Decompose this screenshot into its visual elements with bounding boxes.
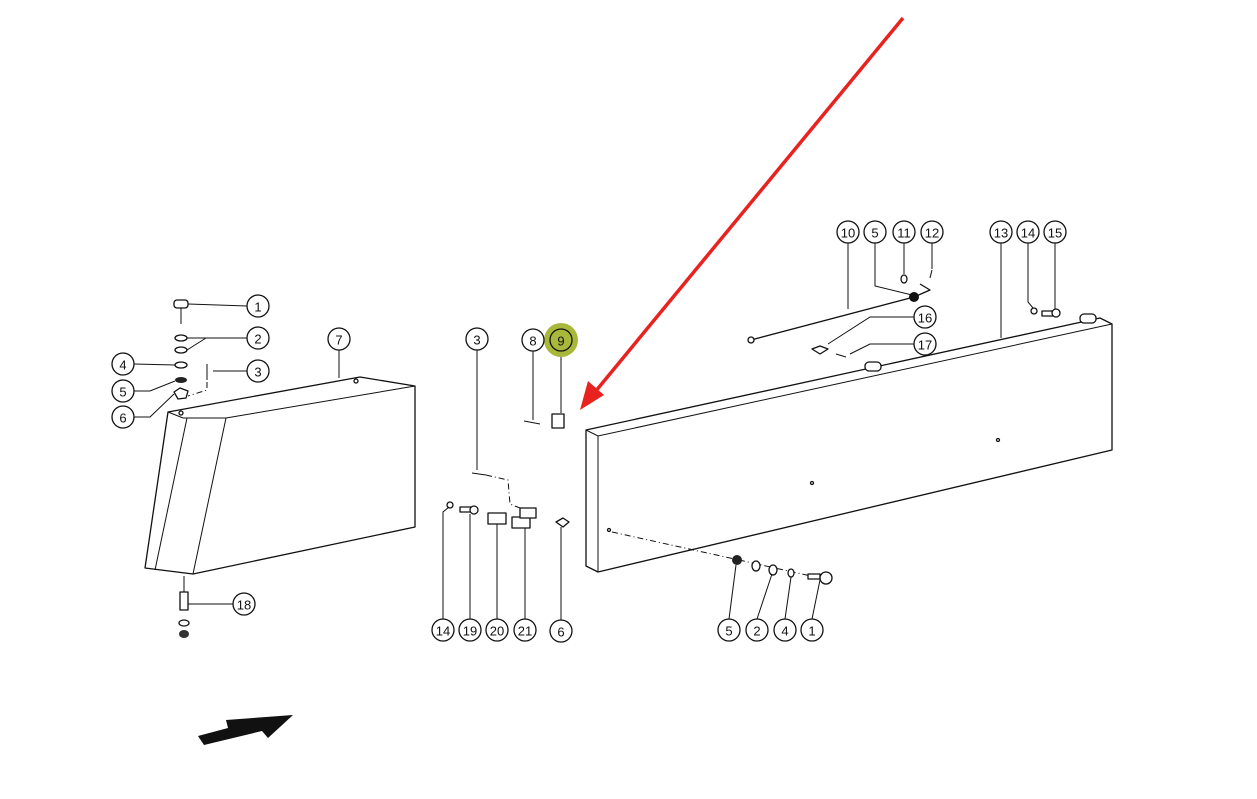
callout-label: 21 xyxy=(518,624,532,639)
callout-part-9: 9 xyxy=(549,328,573,352)
callout-part-5: 5 xyxy=(863,220,887,244)
callout-circle xyxy=(232,592,256,616)
callout-part-11: 11 xyxy=(892,220,916,244)
callout-part-14: 14 xyxy=(431,618,455,642)
callout-label: 11 xyxy=(897,226,911,241)
callout-label: 2 xyxy=(254,332,261,347)
callout-part-13: 13 xyxy=(989,220,1013,244)
callout-circle xyxy=(549,328,573,352)
callout-circle xyxy=(745,618,769,642)
callout-label: 5 xyxy=(725,624,732,639)
callout-circle xyxy=(513,618,537,642)
callout-part-14: 14 xyxy=(1016,220,1040,244)
callout-circle xyxy=(1043,220,1067,244)
callout-part-5: 5 xyxy=(111,379,135,403)
callout-circle xyxy=(836,220,860,244)
callout-part-3: 3 xyxy=(246,359,270,383)
callout-part-1: 1 xyxy=(800,618,824,642)
callout-label: 10 xyxy=(841,226,855,241)
callout-label: 2 xyxy=(753,624,760,639)
callout-label: 20 xyxy=(490,624,504,639)
callout-part-6: 6 xyxy=(549,619,573,643)
red-pointer-arrow xyxy=(580,16,905,410)
callout-part-2: 2 xyxy=(745,618,769,642)
callout-label: 6 xyxy=(557,625,564,640)
callout-circle xyxy=(920,220,944,244)
callout-circle xyxy=(521,328,545,352)
callout-label: 14 xyxy=(1021,226,1035,241)
callout-label: 4 xyxy=(119,358,126,373)
callout-part-7: 7 xyxy=(327,327,351,351)
callout-circle xyxy=(111,352,135,376)
callout-part-20: 20 xyxy=(485,618,509,642)
callout-label: 14 xyxy=(436,624,450,639)
callout-part-15: 15 xyxy=(1043,220,1067,244)
callout-label: 3 xyxy=(254,365,261,380)
callout-circle xyxy=(431,618,455,642)
callout-label: 4 xyxy=(781,624,788,639)
callout-part-17: 17 xyxy=(913,332,937,356)
callout-part-4: 4 xyxy=(111,352,135,376)
hardware-bottom-right xyxy=(611,531,833,585)
callout-circle xyxy=(458,618,482,642)
hardware-middle xyxy=(446,413,570,529)
callout-part-19: 19 xyxy=(458,618,482,642)
callout-circle xyxy=(246,326,270,350)
callout-circle xyxy=(246,294,270,318)
callout-label: 5 xyxy=(119,385,126,400)
callout-circle xyxy=(773,618,797,642)
callout-part-8: 8 xyxy=(521,328,545,352)
callout-label: 7 xyxy=(335,333,342,348)
callout-label: 5 xyxy=(871,226,878,241)
callout-circle xyxy=(913,305,937,329)
callout-part-16: 16 xyxy=(913,305,937,329)
callout-part-12: 12 xyxy=(920,220,944,244)
callout-label: 1 xyxy=(808,624,815,639)
highlight-marker xyxy=(544,323,578,357)
callout-part-6: 6 xyxy=(111,405,135,429)
callout-label: 3 xyxy=(473,333,480,348)
callout-circle xyxy=(989,220,1013,244)
callout-circle xyxy=(485,618,509,642)
left-cover-part-7 xyxy=(144,376,416,575)
callout-label: 1 xyxy=(254,300,261,315)
rod-assembly xyxy=(747,269,1061,358)
callout-label: 16 xyxy=(918,311,932,326)
callout-circle xyxy=(863,220,887,244)
callout-label: 9 xyxy=(557,334,564,349)
callout-circle xyxy=(717,618,741,642)
callout-circle xyxy=(246,359,270,383)
callout-circle xyxy=(1016,220,1040,244)
callout-label: 15 xyxy=(1048,226,1062,241)
callout-circle xyxy=(111,379,135,403)
callout-circle xyxy=(913,332,937,356)
callout-part-10: 10 xyxy=(836,220,860,244)
callout-label: 17 xyxy=(918,338,932,353)
callout-circle xyxy=(111,405,135,429)
callout-label: 19 xyxy=(463,624,477,639)
callout-label: 8 xyxy=(529,334,536,349)
callout-circle xyxy=(549,619,573,643)
callout-part-1: 1 xyxy=(246,294,270,318)
callout-circle xyxy=(465,327,489,351)
right-panel-part-13 xyxy=(585,313,1113,573)
callout-circle xyxy=(327,327,351,351)
callout-label: 12 xyxy=(925,226,939,241)
callout-part-4: 4 xyxy=(773,618,797,642)
callout-circle xyxy=(800,618,824,642)
leader-lines xyxy=(133,243,1056,620)
callout-label: 6 xyxy=(119,411,126,426)
callout-part-18: 18 xyxy=(232,592,256,616)
callout-circle xyxy=(892,220,916,244)
direction-arrow xyxy=(198,715,293,745)
callout-part-21: 21 xyxy=(513,618,537,642)
callout-part-2: 2 xyxy=(246,326,270,350)
callout-label: 18 xyxy=(237,598,251,613)
callout-part-5: 5 xyxy=(717,618,741,642)
callout-part-3: 3 xyxy=(465,327,489,351)
callout-label: 13 xyxy=(994,226,1008,241)
